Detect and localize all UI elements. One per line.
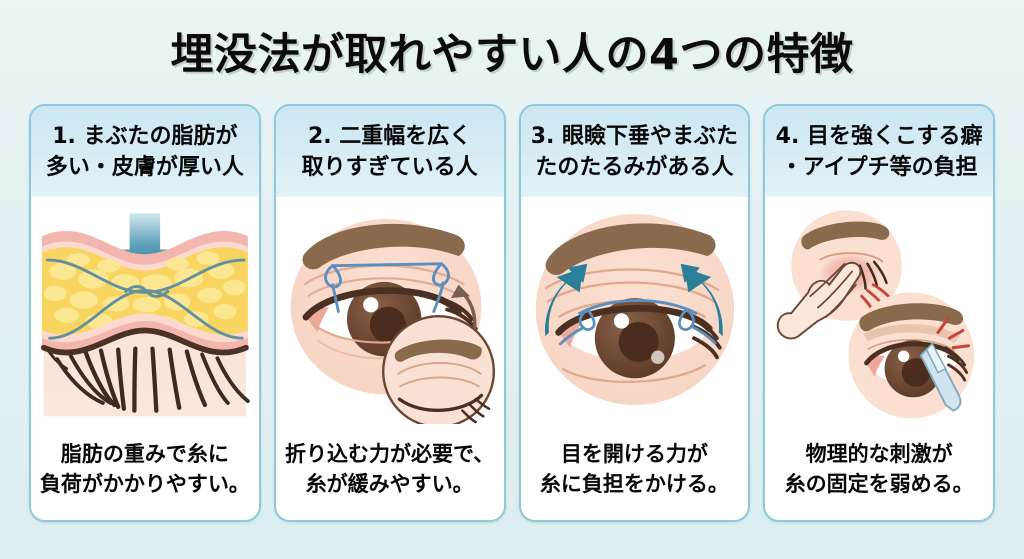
feature-card-2: 2. 二重幅を広く 取りすぎている人 [273, 104, 506, 522]
inset-lashes [460, 397, 491, 424]
card-3-caption-line2: 糸に負担をかける。 [539, 472, 729, 496]
curved-arrow-head [450, 284, 470, 299]
pupil-bottom [902, 358, 931, 387]
card-2-header: 2. 二重幅を広く 取りすぎている人 [275, 106, 504, 197]
card-4-caption: 物理的な刺激が 糸の固定を弱める。 [765, 424, 993, 520]
feature-card-3: 3. 眼瞼下垂やまぶた たのたるみがある人 [518, 104, 751, 522]
feature-card-4: 4. 目を強くこする癖 ・アイプチ等の負担 [763, 104, 995, 522]
card-4-caption-line2: 糸の固定を弱める。 [784, 472, 974, 496]
card-4-header: 4. 目を強くこする癖 ・アイプチ等の負担 [765, 106, 993, 197]
upper-lash-line-bottom [864, 341, 961, 366]
hand [777, 261, 862, 340]
page-title: 埋没法が取れやすい人の4つの特徴 [170, 30, 854, 80]
finger-lines [809, 262, 858, 319]
skin-layer-top [41, 231, 248, 270]
card-4-caption-line1: 物理的な刺激が [805, 442, 953, 467]
card-1-header-line2: 多い・皮膚が厚い人 [45, 154, 244, 180]
hand-rubbing-eye [777, 210, 903, 340]
feature-card-1: 1. まぶたの脂肪が 多い・皮膚が厚い人 [29, 104, 261, 522]
eyebrow [302, 223, 465, 270]
lid-crease-top [819, 252, 884, 263]
eyelid-pusher-tool [919, 342, 962, 412]
card-1-caption: 脂肪の重みで糸に 負荷がかかりやすい。 [31, 424, 259, 520]
inset-crease-2 [398, 376, 480, 388]
eyelid-shade [863, 324, 961, 344]
up-arrow-left-icon [544, 263, 587, 337]
lid-crease-bottom [867, 338, 957, 353]
inset-crease [396, 362, 482, 376]
lashes-bottom [944, 346, 969, 382]
card-2-header-line1: 2. 二重幅を広く [307, 124, 472, 150]
card-3-figure [520, 197, 749, 424]
suture-thread [46, 258, 246, 340]
eyelashes [46, 346, 250, 413]
card-1-caption-line1: 脂肪の重みで糸に [60, 442, 229, 467]
card-2-caption: 折り込む力が必要で、 糸が緩みやすい。 [275, 424, 504, 520]
card-3-header: 3. 眼瞼下垂やまぶた たのたるみがある人 [520, 106, 749, 197]
card-3-header-line1: 3. 眼瞼下垂やまぶた [530, 124, 739, 150]
suture-thread [558, 299, 716, 346]
card-2-caption-line1: 折り込む力が必要で、 [285, 442, 495, 467]
card-3-caption: 目を開ける力が 糸に負担をかける。 [520, 424, 749, 520]
eyebrow-top [801, 221, 890, 250]
irritation-marks [936, 317, 971, 350]
eye-highlight-bottom [898, 350, 910, 363]
card-3-caption-line1: 目を開ける力が [560, 442, 708, 467]
dermis-layer-bottom [41, 313, 248, 345]
card-2-figure [275, 197, 504, 424]
eyelid-tool-eye [848, 292, 975, 419]
card-1-header-line1: 1. まぶたの脂肪が [52, 124, 238, 150]
lash-line [40, 327, 249, 356]
eye-highlight [613, 313, 629, 329]
fold-crease-mid [307, 277, 461, 298]
card-2-header-line2: 取りすぎている人 [301, 154, 478, 180]
inner-canthus-bottom [867, 355, 885, 378]
card-1-header: 1. まぶたの脂肪が 多い・皮膚が厚い人 [31, 106, 259, 197]
card-3-header-line2: たのたるみがある人 [535, 154, 734, 180]
eyebrow-bottom [859, 303, 964, 332]
suture-thread-wide [323, 261, 450, 313]
card-2-caption-line2: 糸が緩みやすい。 [305, 472, 474, 496]
card-4-header-line1: 4. 目を強くこする癖 [775, 124, 983, 150]
inset-eyebrow [394, 339, 482, 362]
card-1-figure [31, 197, 259, 424]
eyebrow [545, 223, 716, 276]
closed-eye-inset [381, 315, 495, 424]
feature-card-list: 1. まぶたの脂肪が 多い・皮膚が厚い人 [29, 104, 995, 522]
up-arrow-right-icon [680, 263, 723, 337]
card-1-caption-line2: 負荷がかかりやすい。 [39, 472, 250, 496]
eye-highlight [362, 297, 379, 313]
eye-highlight-2 [650, 350, 664, 364]
dermis-layer-top [41, 241, 248, 273]
card-4-header-line2: ・アイプチ等の負担 [780, 154, 978, 180]
card-4-figure [765, 197, 993, 424]
pupil [618, 321, 659, 363]
